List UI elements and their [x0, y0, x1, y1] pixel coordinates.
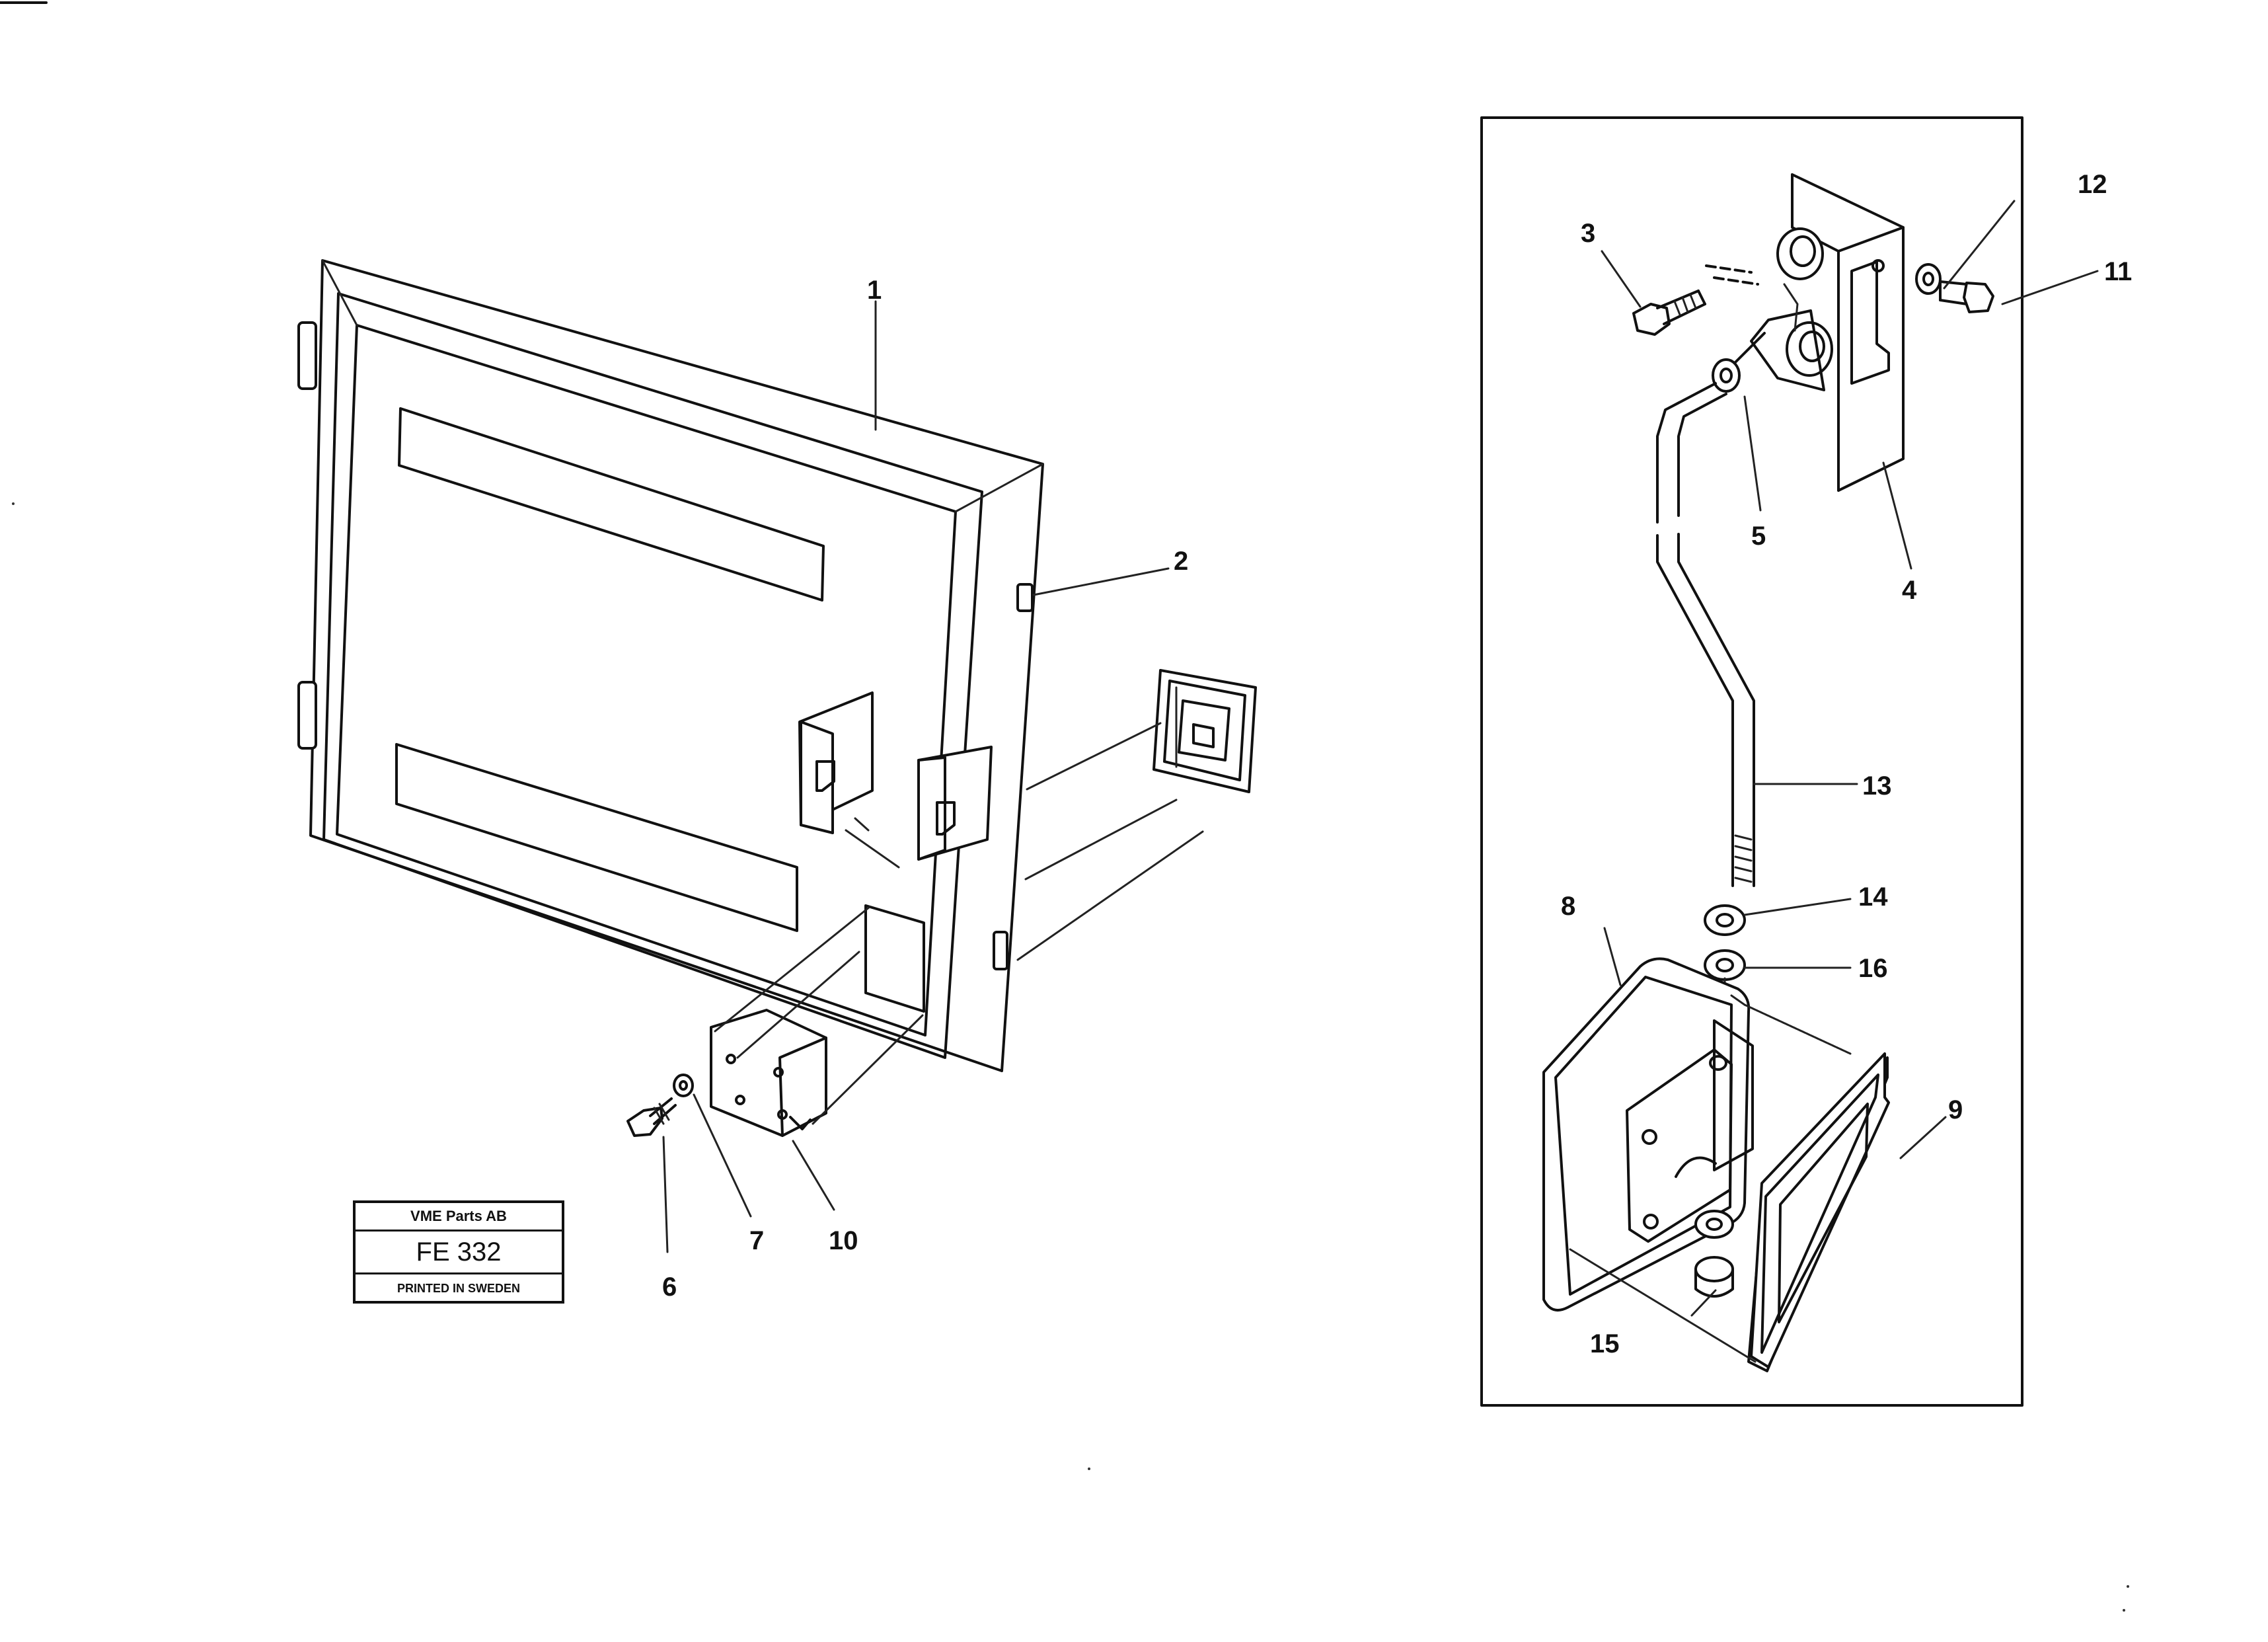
- callout-14: 14: [1858, 882, 1888, 912]
- door-slot-lower: [395, 743, 798, 932]
- screw-3: [1632, 290, 1706, 336]
- scan-speck: [12, 502, 15, 505]
- callout-5: 5: [1751, 522, 1766, 551]
- callout-labels: 1 2 3 4 5 6 7 8 9 10 11 12 13 14 15 16: [662, 170, 2132, 1358]
- callout-16: 16: [1858, 954, 1888, 983]
- scan-speck: [2127, 1585, 2129, 1588]
- callout-6: 6: [662, 1272, 677, 1302]
- door-latch-bracket: [798, 691, 993, 869]
- screw: [626, 1097, 677, 1137]
- callout-2: 2: [1174, 547, 1188, 576]
- nut-15: [1694, 1256, 1734, 1298]
- callout-10: 10: [829, 1226, 858, 1255]
- door-cutout: [864, 904, 925, 1013]
- callout-7: 7: [749, 1226, 764, 1255]
- scan-speck: [1088, 1467, 1090, 1470]
- handle-housing: [1153, 669, 1257, 793]
- lower-bracket: [710, 1009, 827, 1137]
- callout-4: 4: [1902, 576, 1917, 605]
- callout-11: 11: [2104, 257, 2132, 286]
- detail-frame: [1480, 116, 2023, 1407]
- hinge-upper: [297, 321, 317, 390]
- callout-8: 8: [1561, 892, 1575, 921]
- washer: [673, 1074, 694, 1097]
- leader-lines: [662, 200, 2099, 1317]
- callout-13: 13: [1862, 771, 1892, 801]
- scan-speck: [2123, 1609, 2125, 1612]
- callout-12: 12: [2078, 170, 2107, 199]
- door-slot-upper: [398, 407, 825, 602]
- clip-5: [1712, 332, 1766, 393]
- hinge-lower: [297, 681, 317, 750]
- title-block-company: VME Parts AB: [356, 1203, 562, 1232]
- rod-13: [1656, 382, 1755, 887]
- washer-16: [1704, 949, 1746, 981]
- title-block-printed: PRINTED IN SWEDEN: [397, 1282, 520, 1295]
- edge-catch: [1016, 583, 1034, 612]
- bolt-11: [1939, 280, 1994, 313]
- title-block-code: FE 332: [356, 1232, 562, 1274]
- callout-3: 3: [1581, 219, 1595, 248]
- nut-14: [1704, 904, 1746, 936]
- gasket-9: [1747, 1052, 1890, 1372]
- latch-plate: [1750, 173, 1905, 492]
- washer-12: [1915, 263, 1942, 295]
- callout-9: 9: [1948, 1095, 1963, 1124]
- title-block: VME Parts AB FE 332 PRINTED IN SWEDEN: [353, 1200, 564, 1304]
- callout-15: 15: [1590, 1329, 1620, 1358]
- door-panel: [297, 259, 1044, 1072]
- callout-1: 1: [867, 276, 882, 305]
